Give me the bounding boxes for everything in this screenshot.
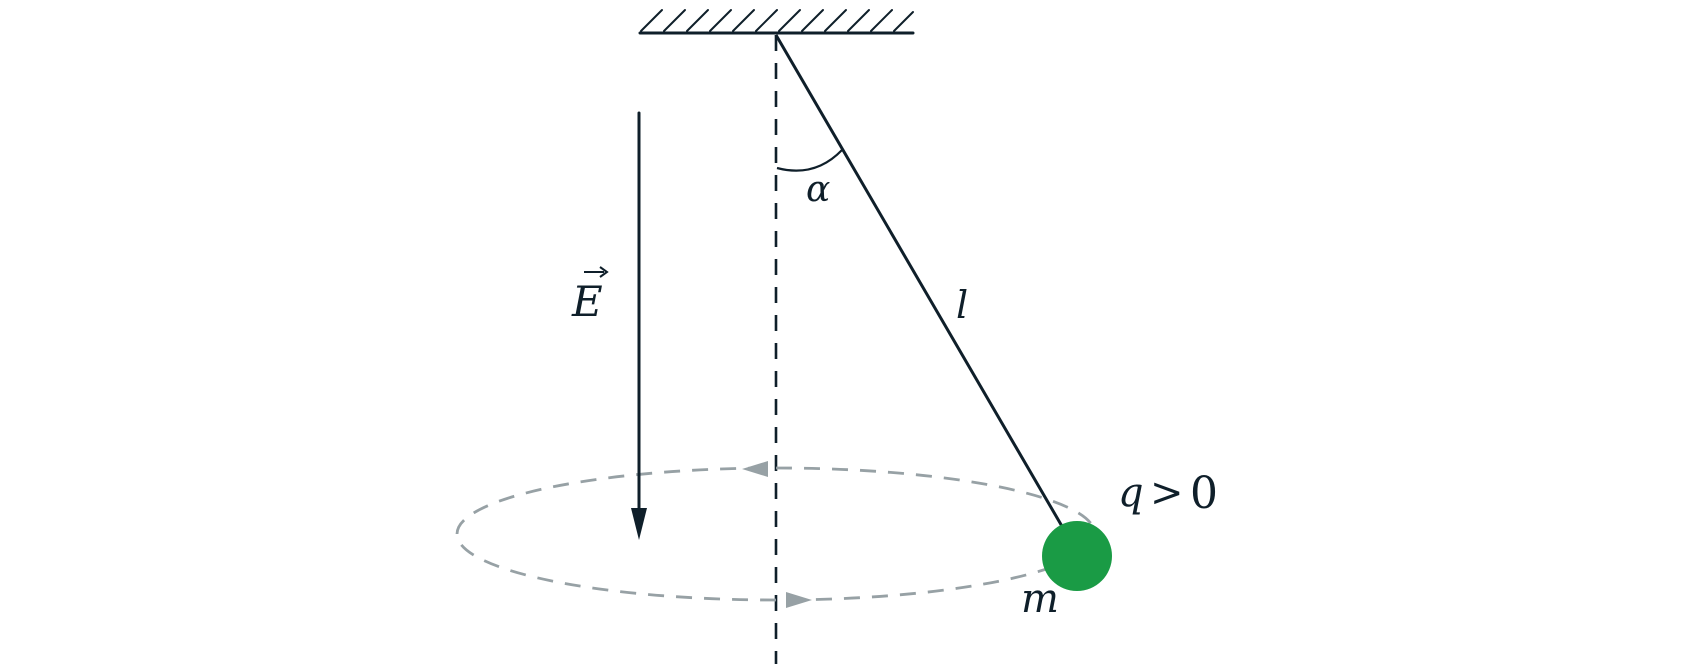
angle-arc bbox=[776, 149, 843, 172]
angle-label: α bbox=[806, 169, 830, 210]
field-label: E bbox=[571, 266, 609, 326]
orbit-direction-arrow-top bbox=[742, 461, 768, 477]
charged-ball-icon bbox=[1042, 521, 1112, 591]
vector-arrow-icon bbox=[631, 508, 647, 540]
hatched-support-icon bbox=[640, 9, 914, 32]
charge-relation: > bbox=[1150, 470, 1184, 516]
charge-value: 0 bbox=[1190, 468, 1218, 519]
charge-label: q > 0 bbox=[1118, 468, 1218, 519]
ceiling-support bbox=[638, 9, 915, 35]
field-symbol: E bbox=[571, 277, 603, 326]
electric-field-arrow bbox=[631, 111, 647, 540]
pendulum-string bbox=[774, 34, 1065, 529]
length-label: l bbox=[956, 283, 968, 327]
orbit-direction-arrow-bottom bbox=[786, 592, 812, 608]
charge-symbol: q bbox=[1118, 470, 1144, 516]
mass-label: m bbox=[1021, 576, 1059, 622]
